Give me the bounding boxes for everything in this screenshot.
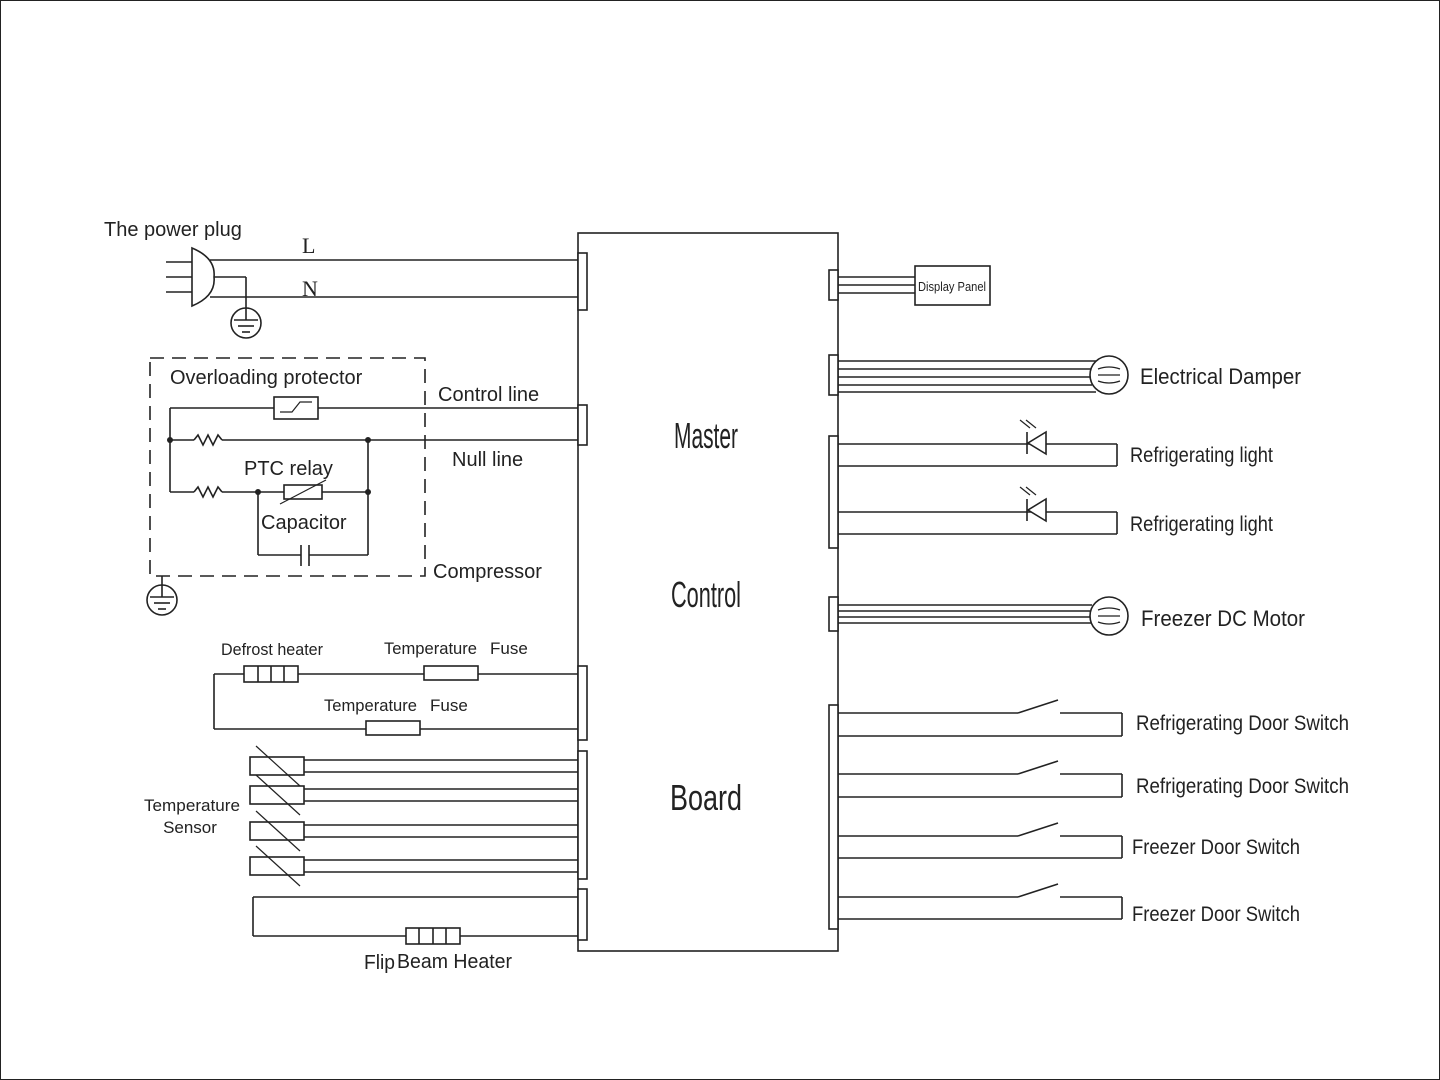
board-outline xyxy=(577,232,839,952)
freezer-motor-icon xyxy=(1089,596,1129,636)
temperature-label-2: Temperature xyxy=(324,696,417,715)
resistor-icon-2 xyxy=(193,485,223,499)
refrigerating-light-label-1: Refrigerating light xyxy=(1130,444,1273,467)
refrigerating-door-switch-1: Refrigerating Door Switch xyxy=(838,699,1349,737)
temperature-sensor-label-1: Temperature xyxy=(144,796,240,815)
connector-damper xyxy=(828,354,839,396)
defrost-heater-label: Defrost heater xyxy=(221,640,323,659)
switch-icon-2 xyxy=(1017,760,1059,775)
connector-freezer-motor xyxy=(828,596,839,632)
switch-icon-4 xyxy=(1017,883,1059,898)
compressor-dashed-box xyxy=(149,357,426,577)
freezer-motor-label: Freezer DC Motor xyxy=(1141,606,1305,631)
connector-door-switches xyxy=(828,704,839,930)
defrost-heater-circuit: Defrost heater Temperature Fuse Temperat… xyxy=(213,639,578,736)
connector-flip-heater xyxy=(577,888,588,941)
neutral-label: N xyxy=(302,276,318,301)
display-panel-box xyxy=(914,265,991,306)
flip-beam-heater-icon xyxy=(405,927,461,945)
connector-display xyxy=(828,269,839,301)
thermistor-2 xyxy=(249,774,578,816)
flip-beam-heater-circuit: Flip Beam Heater xyxy=(252,896,578,974)
refrigerating-door-switch-label-1: Refrigerating Door Switch xyxy=(1136,712,1349,735)
refrigerating-door-switch-2: Refrigerating Door Switch xyxy=(838,760,1349,798)
led-icon-2 xyxy=(1019,486,1047,523)
capacitor-icon xyxy=(300,545,310,566)
thermistor-3 xyxy=(249,810,578,852)
display-panel-circuit: Display Panel xyxy=(838,265,991,306)
refrigerating-light-2: Refrigerating light xyxy=(838,486,1273,536)
board-label-board: Board xyxy=(670,777,742,818)
compressor-block: Overloading protector Control line Null … xyxy=(146,357,578,616)
switch-icon-3 xyxy=(1017,822,1059,837)
defrost-heater-icon xyxy=(243,665,299,683)
thermistor-4 xyxy=(249,845,578,887)
fuse-label-2: Fuse xyxy=(430,696,468,715)
fuse-label-1: Fuse xyxy=(490,639,528,658)
temperature-label-1: Temperature xyxy=(384,639,477,658)
switch-icon-1 xyxy=(1017,699,1059,714)
connector-compressor xyxy=(577,404,588,446)
flip-label: Flip xyxy=(364,952,395,974)
power-plug: The power plug L N xyxy=(104,219,578,339)
master-control-board: Master Control Board xyxy=(577,232,839,952)
ptc-relay-icon xyxy=(279,479,327,505)
board-label-control: Control xyxy=(671,574,741,615)
overload-protector-label: Overloading protector xyxy=(170,367,363,389)
refrigerating-door-switch-label-2: Refrigerating Door Switch xyxy=(1136,775,1349,798)
ground-icon-2 xyxy=(146,584,178,616)
refrigerating-light-label-2: Refrigerating light xyxy=(1130,513,1273,536)
thermistor-1 xyxy=(249,745,578,787)
led-icon-1 xyxy=(1019,419,1047,456)
electrical-damper-circuit: Electrical Damper xyxy=(838,355,1301,395)
compressor-label: Compressor xyxy=(433,561,542,583)
freezer-door-switch-label-1: Freezer Door Switch xyxy=(1132,836,1300,859)
beam-heater-label: Beam Heater xyxy=(397,951,512,973)
connector-sensors xyxy=(577,750,588,880)
electrical-damper-label: Electrical Damper xyxy=(1140,364,1301,389)
control-line-label: Control line xyxy=(438,384,539,406)
null-line-label: Null line xyxy=(452,449,523,471)
ptc-relay-label: PTC relay xyxy=(244,458,333,480)
connector-defrost xyxy=(577,665,588,741)
capacitor-label: Capacitor xyxy=(261,512,347,534)
ground-icon xyxy=(230,307,262,339)
damper-motor-icon xyxy=(1089,355,1129,395)
freezer-door-switch-2: Freezer Door Switch xyxy=(838,883,1300,926)
freezer-door-switch-label-2: Freezer Door Switch xyxy=(1132,903,1300,926)
temperature-sensor-label-2: Sensor xyxy=(163,818,217,837)
left-connectors xyxy=(577,252,588,941)
temperature-sensors: Temperature Sensor xyxy=(144,745,578,887)
freezer-motor-circuit: Freezer DC Motor xyxy=(838,596,1305,636)
temperature-fuse-icon-2 xyxy=(365,720,421,736)
overload-protector-icon xyxy=(273,396,319,420)
live-label: L xyxy=(302,233,315,258)
connector-power xyxy=(577,252,588,311)
display-panel-label: Display Panel xyxy=(918,279,986,294)
resistor-icon xyxy=(193,433,223,447)
freezer-door-switch-1: Freezer Door Switch xyxy=(838,822,1300,859)
right-connectors xyxy=(828,269,839,930)
refrigerating-light-1: Refrigerating light xyxy=(838,419,1273,467)
temperature-fuse-icon-1 xyxy=(423,665,479,681)
connector-lights xyxy=(828,435,839,549)
power-plug-label: The power plug xyxy=(104,219,242,241)
board-label-master: Master xyxy=(674,415,738,456)
